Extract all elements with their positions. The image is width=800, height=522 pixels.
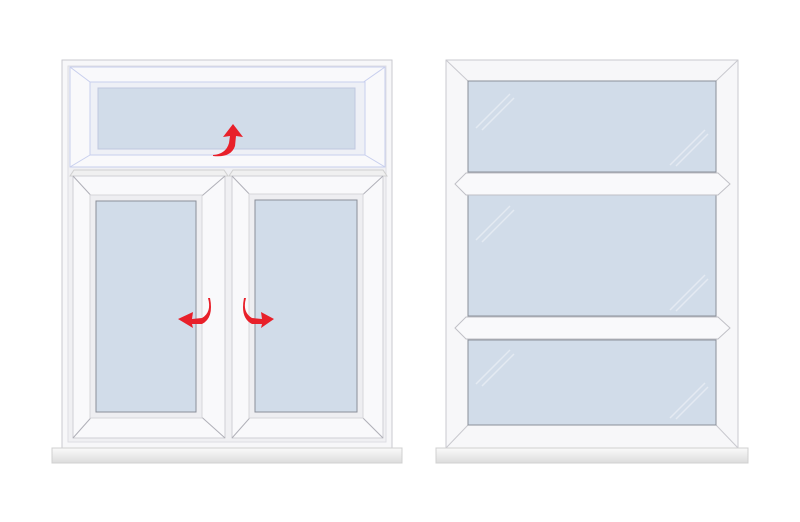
left-sash[interactable] bbox=[69, 169, 229, 439]
arrow-up-icon bbox=[213, 124, 243, 157]
transom-bar bbox=[454, 172, 731, 196]
transom-bar bbox=[454, 316, 731, 340]
glass-pane-bottom bbox=[467, 339, 717, 426]
top-sash[interactable] bbox=[69, 66, 386, 168]
window-sill bbox=[51, 447, 403, 464]
arrow-right-icon bbox=[243, 298, 274, 328]
window-sill bbox=[435, 447, 749, 464]
glass-reflection bbox=[475, 93, 709, 420]
glass-pane-middle bbox=[467, 194, 717, 317]
arrow-left-icon bbox=[178, 298, 211, 328]
glass-pane bbox=[95, 200, 197, 413]
right-sash[interactable] bbox=[228, 169, 388, 439]
casement-window bbox=[51, 59, 403, 464]
glass-pane-top bbox=[467, 80, 717, 173]
glass-pane bbox=[97, 87, 356, 150]
glass-pane bbox=[254, 199, 358, 413]
fixed-window bbox=[435, 59, 749, 464]
